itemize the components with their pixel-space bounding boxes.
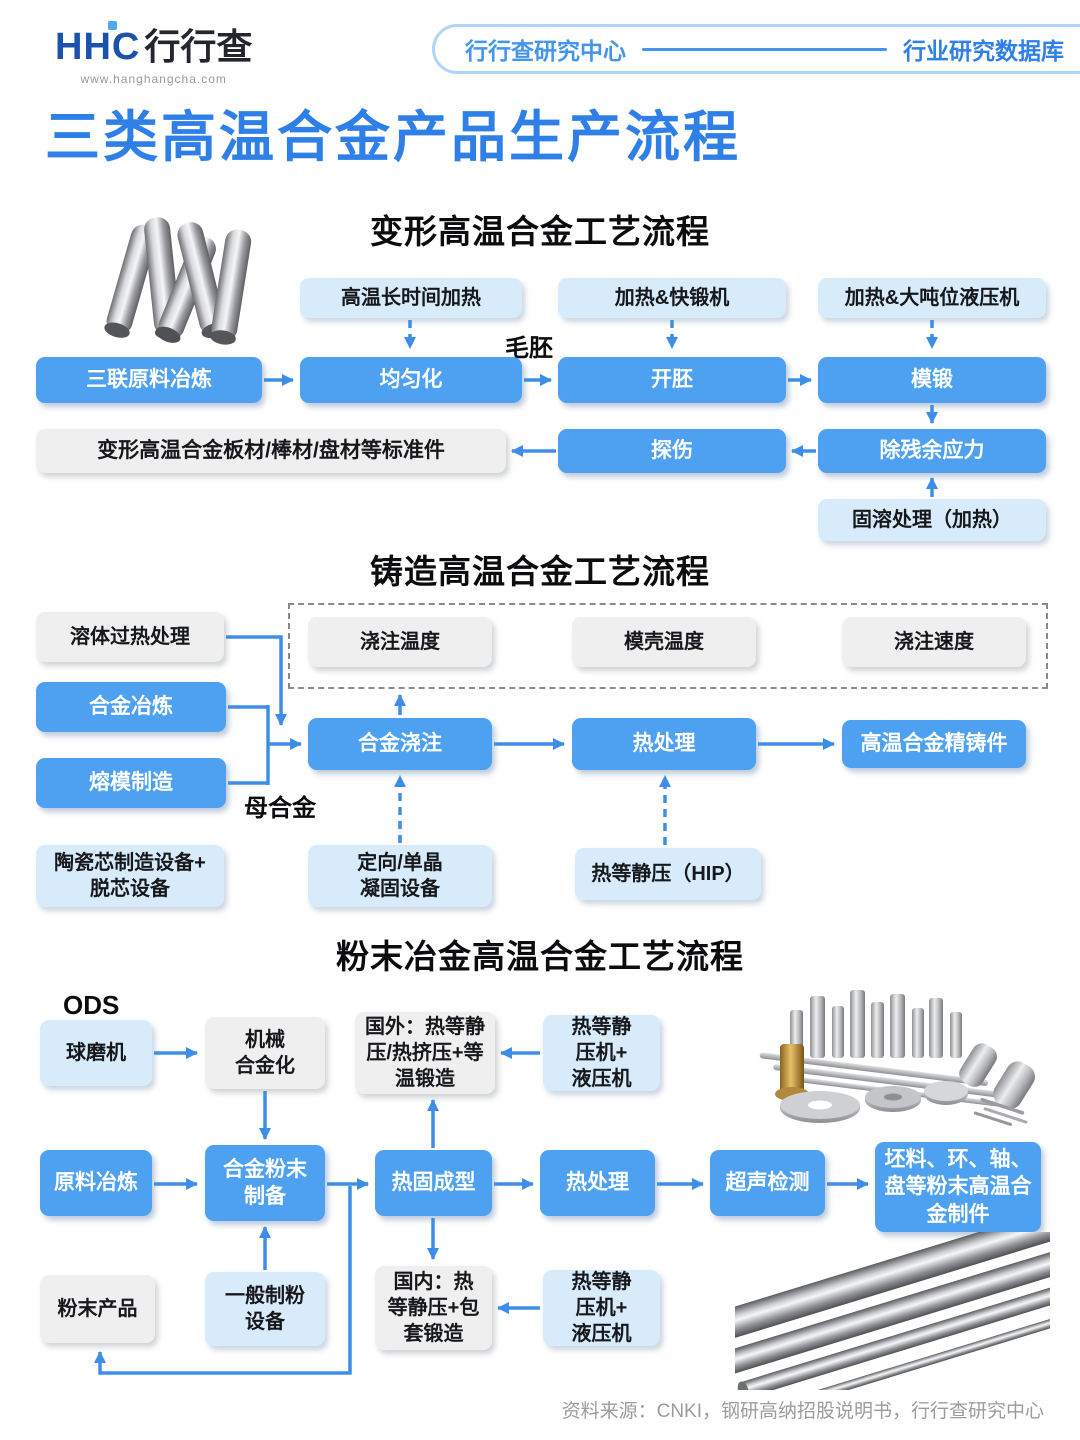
ultrasonic-testing-box: 超声检测 <box>710 1150 825 1216</box>
powder-making-equipment-box: 一般制粉 设备 <box>205 1272 325 1346</box>
solution-treatment-box: 固溶处理（加热） <box>818 499 1046 541</box>
standard-products-box: 变形高温合金板材/棒材/盘材等标准件 <box>36 429 506 473</box>
section3-title: 粉末冶金高温合金工艺流程 <box>336 938 744 975</box>
badge-research-center: 行行查研究中心 <box>465 38 626 64</box>
billet-opening-box: 开胚 <box>558 357 786 403</box>
mechanical-alloying-box: 机械 合金化 <box>205 1017 325 1089</box>
die-forging-box: 模锻 <box>818 357 1046 403</box>
pouring-temp-box: 浇注温度 <box>308 617 492 667</box>
alloy-powder-prep-box: 合金粉末 制备 <box>205 1145 325 1221</box>
heat-treatment-pm-box: 热处理 <box>540 1150 655 1216</box>
triple-smelting-box: 三联原料冶炼 <box>36 357 262 403</box>
data-source-note: 资料来源：CNKI，钢研高纳招股说明书，行行查研究中心 <box>561 1401 1044 1422</box>
heat-treatment-box: 热处理 <box>572 718 756 770</box>
precision-casting-box: 高温合金精铸件 <box>842 720 1026 768</box>
ods-label: ODS <box>63 990 120 1020</box>
pm-final-products-box: 坯料、环、轴、 盘等粉末高温合 金制件 <box>875 1142 1041 1232</box>
heating-equipment-3-box: 加热&大吨位液压机 <box>818 278 1046 318</box>
investment-mold-box: 熔模制造 <box>36 758 226 808</box>
logo-accent-dot <box>108 21 117 30</box>
foreign-process-box: 国外：热等静 压/热挤压+等 温锻造 <box>355 1012 495 1094</box>
alloy-pouring-box: 合金浇注 <box>308 718 492 770</box>
ball-mill-box: 球磨机 <box>40 1020 152 1086</box>
section2-title: 铸造高温合金工艺流程 <box>370 553 710 590</box>
homogenization-box: 均匀化 <box>300 357 522 403</box>
powder-product-box: 粉末产品 <box>40 1275 155 1343</box>
melt-superheat-box: 溶体过热处理 <box>36 612 224 662</box>
hip-press-top-box: 热等静 压机+ 液压机 <box>543 1015 660 1091</box>
pouring-speed-box: 浇注速度 <box>842 617 1026 667</box>
raw-material-smelting-box: 原料冶炼 <box>40 1150 152 1216</box>
domestic-process-box: 国内：热 等静压+包 套锻造 <box>375 1266 492 1350</box>
section1-title: 变形高温合金工艺流程 <box>370 213 710 250</box>
ceramic-core-equipment-box: 陶瓷芯制造设备+ 脱芯设备 <box>36 845 224 907</box>
hhc-logo: HHC 行行查 www.hanghangcha.com <box>55 18 252 86</box>
master-alloy-label: 母合金 <box>244 795 316 822</box>
page-title: 三类高温合金产品生产流程 <box>45 106 742 168</box>
hip-press-bottom-box: 热等静 压机+ 液压机 <box>543 1270 660 1346</box>
alloy-smelting-box: 合金冶炼 <box>36 682 226 732</box>
hot-consolidation-box: 热固成型 <box>375 1150 492 1216</box>
logo-chinese-text: 行行查 <box>144 26 253 67</box>
machined-parts-photo <box>759 990 1035 1126</box>
badge-database: 行业研究数据库 <box>903 38 1064 64</box>
pouring-parameters-group <box>288 603 1048 689</box>
heating-equipment-1-box: 高温长时间加热 <box>300 278 522 318</box>
alloy-bars-photo <box>104 217 252 345</box>
flaw-detection-box: 探伤 <box>558 429 786 473</box>
stress-relief-box: 除残余应力 <box>818 429 1046 473</box>
solidification-equipment-box: 定向/单晶 凝固设备 <box>308 845 492 907</box>
polished-rods-photo <box>735 1232 1050 1390</box>
logo-website-url: www.hanghangcha.com <box>80 72 227 86</box>
logo-hhc-text: HHC <box>55 26 141 68</box>
badge-divider-line <box>642 47 887 51</box>
hip-box: 热等静压（HIP） <box>575 848 761 900</box>
shell-temp-box: 模壳温度 <box>572 617 756 667</box>
header-badge-pill: 行行查研究中心 行业研究数据库 <box>432 24 1080 74</box>
heating-equipment-2-box: 加热&快锻机 <box>558 278 786 318</box>
